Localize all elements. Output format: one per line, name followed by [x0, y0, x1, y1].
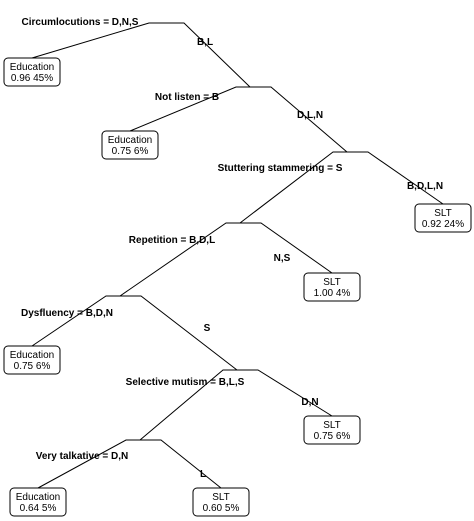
- split-label-s1: Circumlocutions = D,N,S: [22, 17, 139, 28]
- branch-label-s3: B,D,L,N: [407, 181, 443, 192]
- split-label-s5: Dysfluency = B,D,N: [21, 308, 113, 319]
- branch-label-s4: N,S: [274, 253, 291, 264]
- leaf-box: [414, 203, 472, 233]
- leaf-class: SLT: [323, 277, 341, 288]
- leaf-class: SLT: [434, 208, 452, 219]
- split-label-s2: Not listen = B: [155, 92, 219, 103]
- leaf-value: 0.75 6%: [112, 146, 149, 157]
- leaf-box: [9, 487, 67, 517]
- leaf-box: [303, 272, 361, 302]
- leaf-class: Education: [108, 135, 152, 146]
- leaf-class: Education: [10, 62, 54, 73]
- leaf-value: 0.75 6%: [14, 361, 51, 372]
- tree-edge-s3: [239, 151, 444, 224]
- branch-label-s6: D,N: [301, 397, 318, 408]
- tree-edge-s2: [129, 86, 348, 153]
- tree-edge-s5: [31, 295, 238, 371]
- split-label-s7: Very talkative = D,N: [36, 451, 129, 462]
- tree-edge-s6: [139, 369, 333, 441]
- tree-edge-s1: [31, 22, 251, 88]
- leaf-value: 0.96 45%: [11, 73, 53, 84]
- leaf-class: Education: [16, 492, 60, 503]
- branch-label-s7: L: [200, 469, 206, 480]
- leaf-box: [192, 487, 250, 517]
- split-label-s6: Selective mutism = B,L,S: [126, 377, 245, 388]
- leaf-box: [101, 130, 159, 160]
- leaf-value: 0.64 5%: [20, 503, 57, 514]
- leaf-class: Education: [10, 350, 54, 361]
- tree-labels: Circumlocutions = D,N,S B,L Not listen = B…: [21, 17, 443, 480]
- leaf-value: 1.00 4%: [314, 288, 351, 299]
- leaf-box: [3, 345, 61, 375]
- leaf-box: [3, 57, 61, 87]
- tree-edge-s7: [37, 439, 222, 489]
- branch-label-s1: B,L: [197, 37, 213, 48]
- leaf-class: SLT: [212, 492, 230, 503]
- leaf-value: 0.92 24%: [422, 219, 464, 230]
- branch-label-s2: D,L,N: [297, 110, 323, 121]
- leaf-class: SLT: [323, 420, 341, 431]
- leaf-box: [303, 415, 361, 445]
- leaf-value: 0.75 6%: [314, 431, 351, 442]
- branch-label-s5: S: [204, 323, 211, 334]
- split-label-s3: Stuttering stammering = S: [218, 163, 343, 174]
- tree-edge-s4: [119, 222, 333, 297]
- leaf-value: 0.60 5%: [203, 503, 240, 514]
- split-label-s4: Repetition = B,D,L: [129, 235, 215, 246]
- tree-edges: [31, 22, 444, 489]
